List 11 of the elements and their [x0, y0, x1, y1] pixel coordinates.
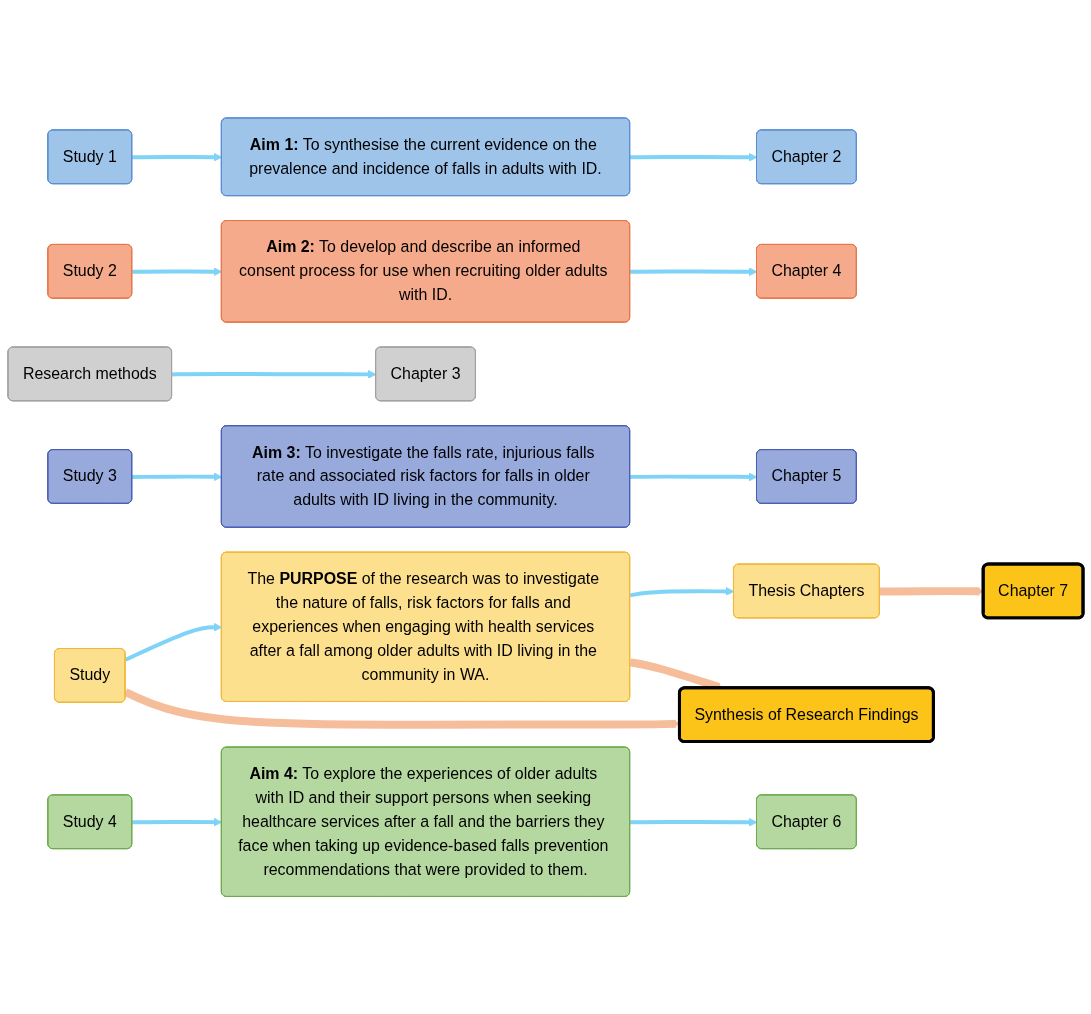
arrow: [132, 817, 223, 827]
arrow: [630, 152, 758, 162]
arrow: [629, 586, 735, 598]
arrow: [630, 472, 758, 482]
arrow: [172, 369, 377, 379]
arrow: [124, 622, 223, 662]
arrow: [630, 267, 758, 276]
arrow: [132, 267, 223, 276]
arrow: [630, 817, 758, 827]
arrow: [132, 472, 223, 481]
arrow: [132, 152, 223, 162]
